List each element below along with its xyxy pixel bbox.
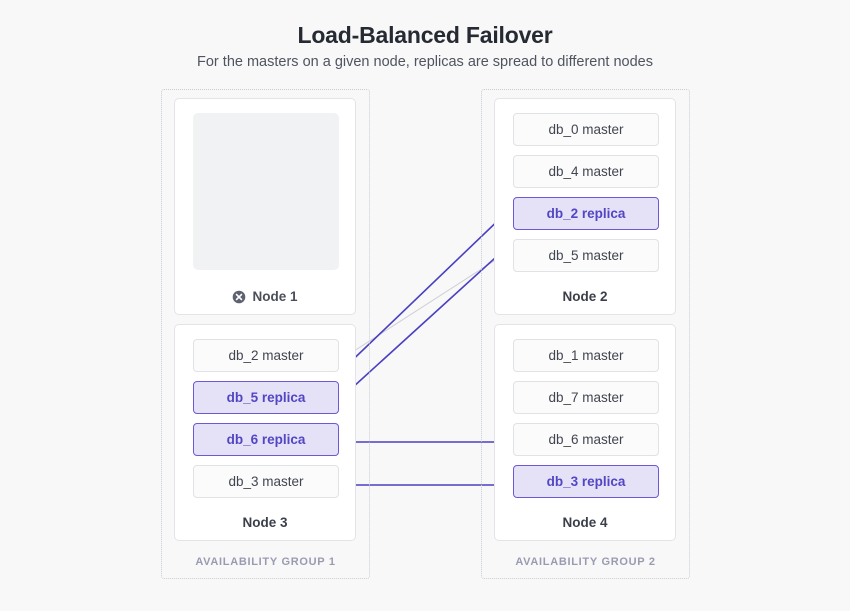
node-2-label: Node 2	[562, 289, 608, 304]
db-item-db_3-replica[interactable]: db_3 replica	[513, 465, 659, 498]
node-card-node-2[interactable]: db_0 master db_4 master db_2 replica db_…	[494, 98, 676, 315]
db-item-db_7-master[interactable]: db_7 master	[513, 381, 659, 414]
db-item-db_4-master[interactable]: db_4 master	[513, 155, 659, 188]
node-4-label: Node 4	[562, 515, 608, 530]
db-item-db_3-master[interactable]: db_3 master	[193, 465, 339, 498]
db-item-db_0-master[interactable]: db_0 master	[513, 113, 659, 146]
db-item-db_2-master[interactable]: db_2 master	[193, 339, 339, 372]
node-3-database-list: db_2 master db_5 replica db_6 replica db…	[193, 339, 339, 498]
db-item-db_5-replica[interactable]: db_5 replica	[193, 381, 339, 414]
db-item-db_6-replica[interactable]: db_6 replica	[193, 423, 339, 456]
node-card-node-3[interactable]: db_2 master db_5 replica db_6 replica db…	[174, 324, 356, 541]
node-2-database-list: db_0 master db_4 master db_2 replica db_…	[513, 113, 659, 272]
node-card-node-1[interactable]: Node 1	[174, 98, 356, 315]
x-circle-icon	[232, 290, 246, 304]
availability-group-2-label: AVAILABILITY GROUP 2	[515, 556, 656, 568]
node-1-label: Node 1	[252, 289, 298, 304]
node-1-empty-placeholder	[193, 113, 339, 270]
db-item-db_1-master[interactable]: db_1 master	[513, 339, 659, 372]
availability-group-1: AVAILABILITY GROUP 1	[161, 89, 370, 579]
db-item-db_5-master[interactable]: db_5 master	[513, 239, 659, 272]
node-card-node-4[interactable]: db_1 master db_7 master db_6 master db_3…	[494, 324, 676, 541]
node-3-label: Node 3	[242, 515, 288, 530]
node-4-database-list: db_1 master db_7 master db_6 master db_3…	[513, 339, 659, 498]
availability-group-1-label: AVAILABILITY GROUP 1	[195, 556, 336, 568]
db-item-db_6-master[interactable]: db_6 master	[513, 423, 659, 456]
db-item-db_2-replica[interactable]: db_2 replica	[513, 197, 659, 230]
page-title: Load-Balanced Failover	[297, 22, 553, 48]
node-1-label-row: Node 1	[175, 289, 355, 304]
page-subtitle: For the masters on a given node, replica…	[197, 54, 653, 70]
availability-group-2: AVAILABILITY GROUP 2	[481, 89, 690, 579]
